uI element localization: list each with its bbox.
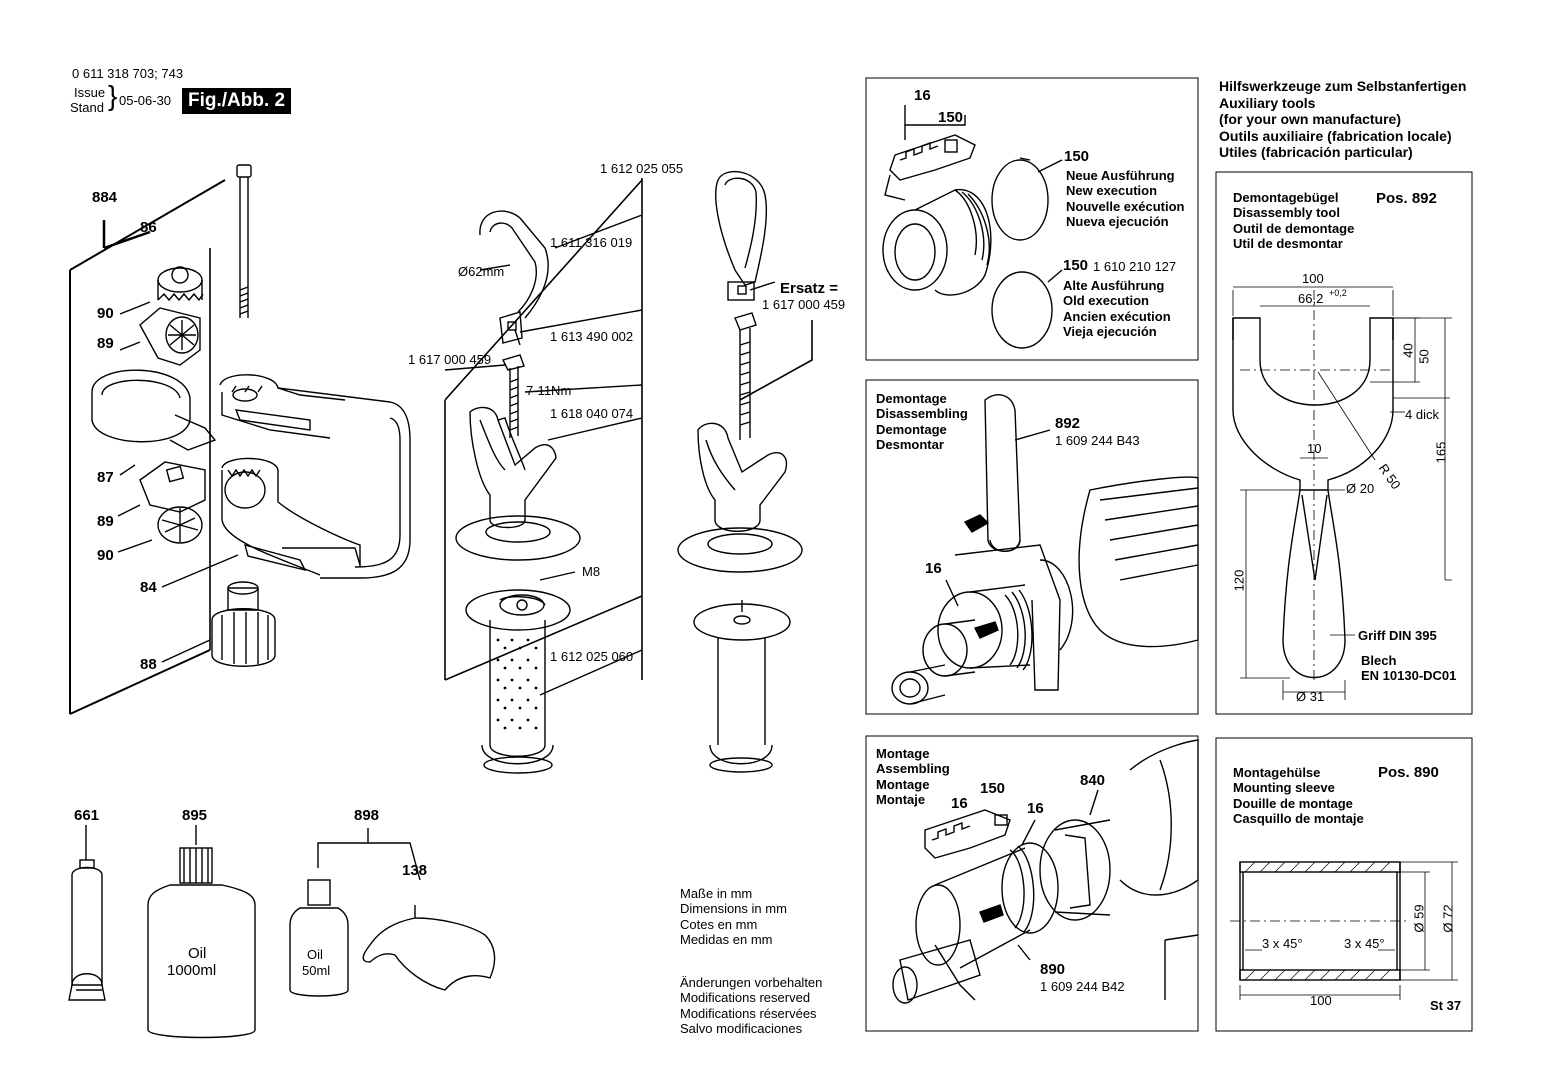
callout-884: 884 <box>92 189 118 206</box>
part-number-1618040074: 1 618 040 074 <box>550 406 634 421</box>
callout-898: 898 <box>354 807 380 824</box>
middle-handle-assembly <box>444 178 643 774</box>
dim-dia-59: Ø 59 <box>1411 904 1427 933</box>
callout-86: 86 <box>140 219 157 236</box>
torque-value: 7-11Nm <box>526 383 572 398</box>
panel1-callout-16: 16 <box>914 87 931 104</box>
old-ring-part-number: 1 610 210 127 <box>1093 259 1177 274</box>
sleeve-material: St 37 <box>1430 998 1462 1013</box>
chamfer-left: 3 x 45° <box>1262 936 1303 951</box>
disassembling-drawing <box>891 394 1199 705</box>
dim-50: 50 <box>1416 349 1432 364</box>
stand-label: Stand <box>70 100 104 115</box>
callout-892: 892 <box>1055 415 1081 432</box>
figure-label: Fig./Abb. 2 <box>182 88 292 114</box>
replacement-label: Ersatz = <box>780 280 838 297</box>
griff-din-label: Griff DIN 395 <box>1358 628 1437 643</box>
tool-890-drawing <box>1230 861 1458 1000</box>
callout-840: 840 <box>1080 772 1106 789</box>
dim-10: 10 <box>1307 441 1322 456</box>
callout-895: 895 <box>182 807 208 824</box>
assembling-drawing <box>892 739 1199 1004</box>
material-spec: EN 10130-DC01 <box>1361 668 1457 683</box>
dim-dia-20: Ø 20 <box>1346 481 1375 496</box>
dim-dia-31: Ø 31 <box>1296 689 1325 704</box>
tool-890-position: Pos. 890 <box>1378 764 1439 781</box>
panel3-callout-16a: 16 <box>951 795 968 812</box>
part-number-1617000459: 1 617 000 459 <box>408 352 492 367</box>
dim-dia-72: Ø 72 <box>1440 904 1456 933</box>
panel1-callout-150c: 150 <box>1063 257 1089 274</box>
oil-bottle-small-label-2: 50ml <box>302 963 331 978</box>
strap-diameter: Ø62mm <box>458 264 505 279</box>
oil-bottle-small-label-1: Oil <box>307 947 323 962</box>
left-handle-assembly <box>69 164 411 715</box>
blech-label: Blech <box>1361 653 1397 668</box>
oil-bottle-large-label-1: Oil <box>188 945 207 962</box>
tool-892-position: Pos. 892 <box>1376 190 1437 207</box>
dim-66-2-tolerance: +0,2 <box>1329 288 1347 298</box>
callout-84: 84 <box>140 579 157 596</box>
part-number-1611316019: 1 611 316 019 <box>550 235 633 250</box>
issue-label: Issue <box>74 85 106 100</box>
callout-661: 661 <box>74 807 100 824</box>
brace: } <box>108 80 118 111</box>
dim-120: 120 <box>1231 569 1247 592</box>
panel1-callout-150a: 150 <box>938 109 964 126</box>
callout-89-lower: 89 <box>97 513 114 530</box>
dim-40: 40 <box>1400 343 1416 358</box>
part-number-1613490002: 1 613 490 002 <box>550 329 634 344</box>
issue-date: 05-06-30 <box>119 93 172 108</box>
tool-892-drawing <box>1232 286 1452 700</box>
panel2-callout-16: 16 <box>925 560 942 577</box>
callout-890: 890 <box>1040 961 1066 978</box>
chamfer-right: 3 x 45° <box>1344 936 1385 951</box>
dim-66-2: 66,2 <box>1298 291 1324 306</box>
panel3-callout-150: 150 <box>980 780 1006 797</box>
part-number-1612025055: 1 612 025 055 <box>600 161 684 176</box>
callout-89-upper: 89 <box>97 335 114 352</box>
part-number-1612025060: 1 612 025 060 <box>550 649 634 664</box>
callout-88: 88 <box>140 656 157 673</box>
callout-90-upper: 90 <box>97 305 114 322</box>
replacement-handle-assembly <box>677 170 813 773</box>
oil-bottle-large-label-2: 1000ml <box>167 962 217 979</box>
panel3-callout-16b: 16 <box>1027 800 1044 817</box>
dim-165: 165 <box>1433 441 1449 464</box>
part-number-892: 1 609 244 B43 <box>1055 433 1140 448</box>
replacement-part-number: 1 617 000 459 <box>762 297 846 312</box>
part-number-890: 1 609 244 B42 <box>1040 979 1125 994</box>
dim-thickness: 4 dick <box>1405 407 1439 422</box>
panel1-callout-150b: 150 <box>1064 148 1090 165</box>
callout-138: 138 <box>402 862 428 879</box>
thread-m8: M8 <box>582 564 601 579</box>
callout-87: 87 <box>97 469 114 486</box>
callout-90-lower: 90 <box>97 547 114 564</box>
part-numbers: 0 611 318 703; 743 <box>72 66 184 81</box>
dim-100: 100 <box>1302 271 1324 286</box>
consumables <box>68 825 496 1039</box>
execution-rings-drawing <box>882 105 1063 349</box>
dim-100-sleeve: 100 <box>1310 993 1332 1008</box>
